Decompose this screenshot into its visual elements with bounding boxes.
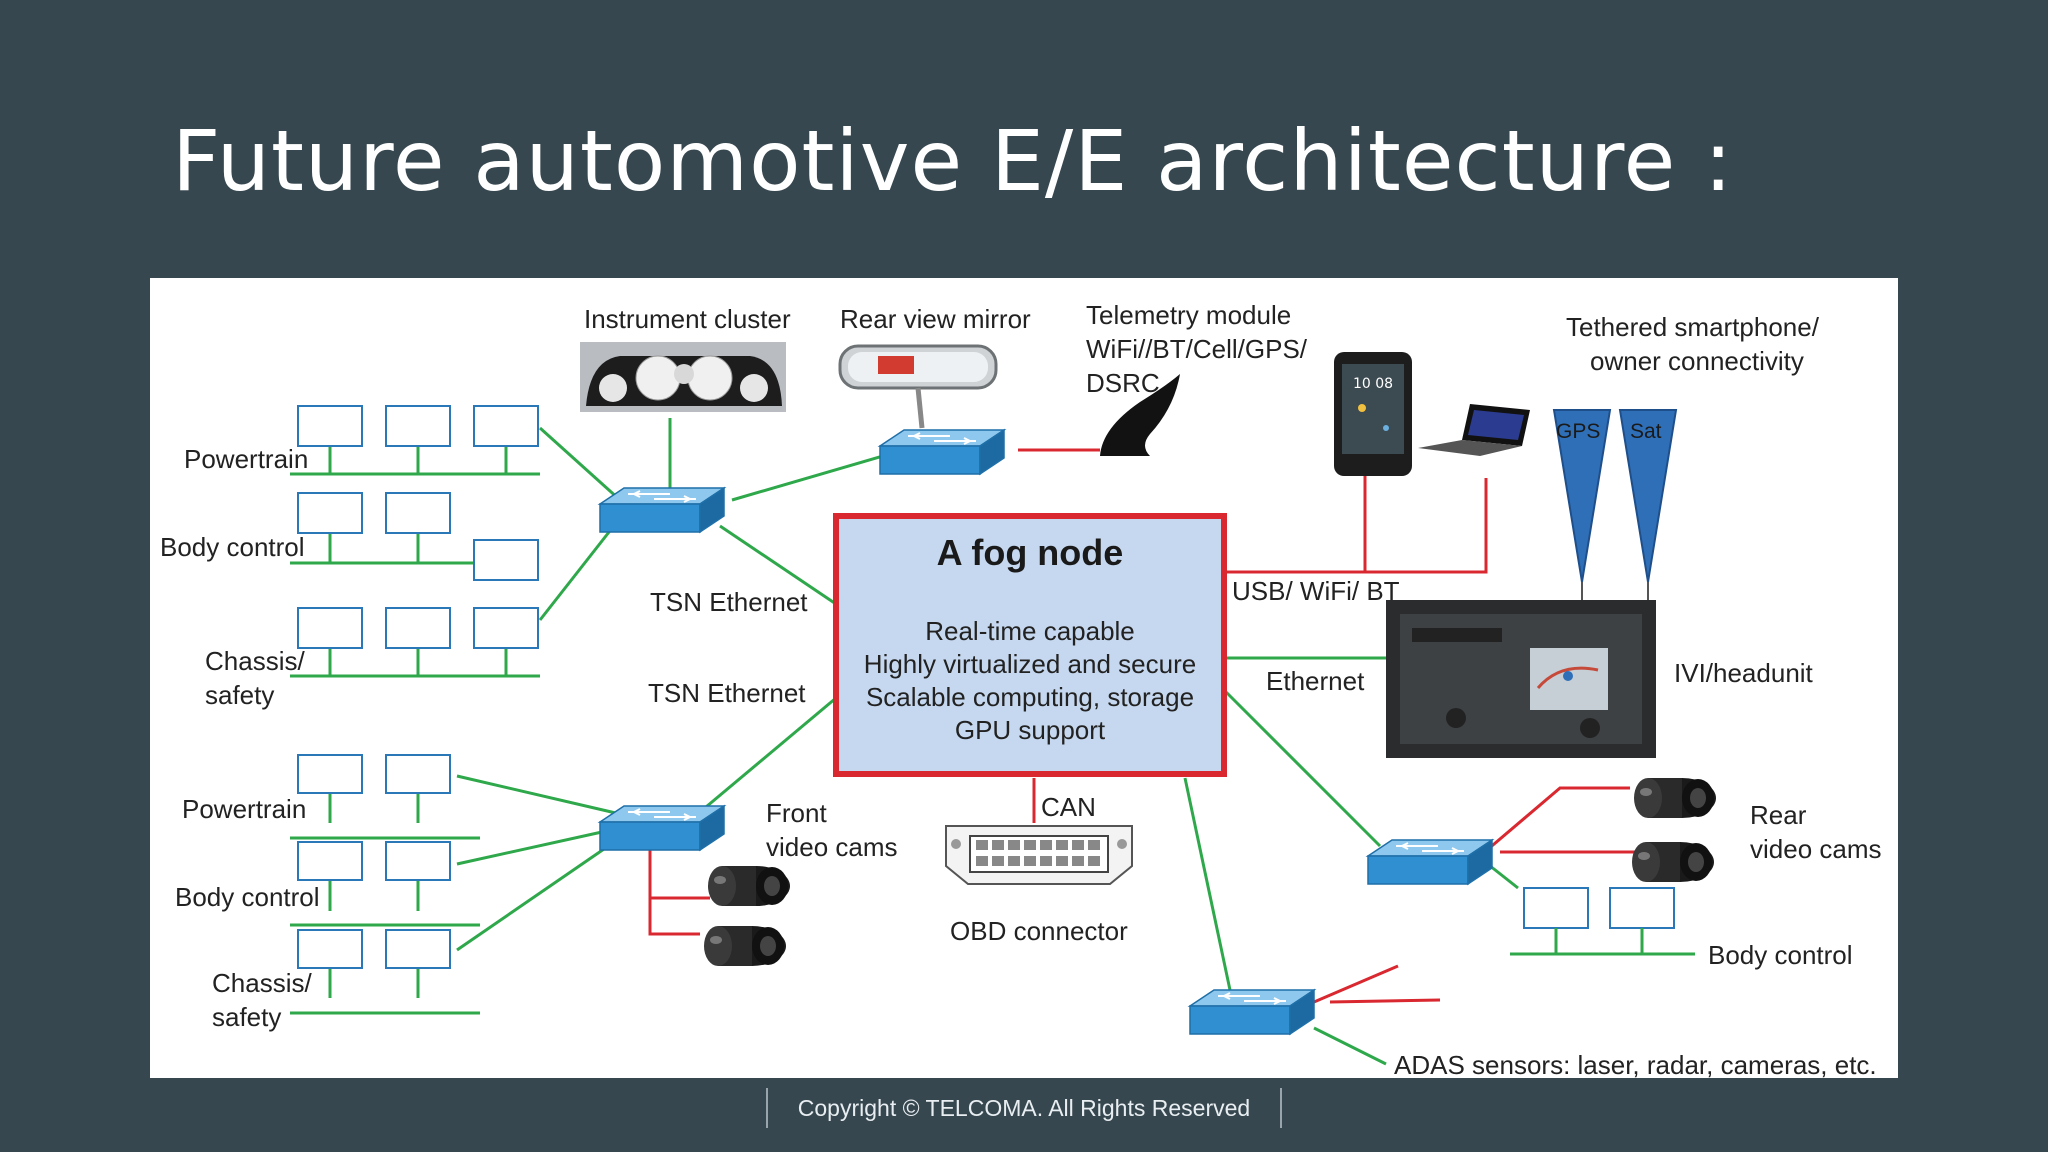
switch-icon <box>1189 989 1315 1035</box>
svg-text:10 08: 10 08 <box>1353 376 1393 392</box>
tethered-label: Tethered smartphone/ <box>1566 312 1820 342</box>
can-label: CAN <box>1041 792 1096 822</box>
green-links <box>456 418 1695 1066</box>
rear-view-mirror-image <box>838 344 998 429</box>
red-links <box>648 448 1640 1010</box>
body-control-label: Body control <box>1708 940 1853 970</box>
powertrain-label: Powertrain <box>184 444 308 474</box>
obd-connector-icon <box>945 825 1133 885</box>
telemetry-label: Telemetry module <box>1086 300 1291 330</box>
fog-node: A fog node Real-time capable Highly virt… <box>833 513 1227 777</box>
ecu-boxes <box>297 405 1675 969</box>
body-control-label: Body control <box>160 532 305 562</box>
fog-node-line: Highly virtualized and secure <box>864 649 1196 679</box>
fog-node-line: Scalable computing, storage <box>866 682 1194 712</box>
switch-icon <box>1367 839 1493 885</box>
camera-icon <box>1634 778 1716 818</box>
ivi-headunit-label: IVI/headunit <box>1674 658 1814 688</box>
fog-node-line: GPU support <box>955 715 1106 745</box>
laptop-icon <box>1418 404 1530 456</box>
tethered-label: owner connectivity <box>1590 346 1804 376</box>
fog-node-line: Real-time capable <box>925 616 1135 646</box>
camera-icon <box>708 866 790 906</box>
tsn-ethernet-label: TSN Ethernet <box>650 587 808 617</box>
obd-connector-label: OBD connector <box>950 916 1128 946</box>
chassis-label: safety <box>205 680 274 710</box>
telemetry-label: WiFi//BT/Cell/GPS/ <box>1086 334 1308 364</box>
camera-icon <box>1632 842 1714 882</box>
headunit-image <box>1386 600 1656 758</box>
instrument-cluster-label: Instrument cluster <box>584 304 791 334</box>
usb-wifi-bt-label: USB/ WiFi/ BT <box>1232 576 1400 606</box>
body-control-label: Body control <box>175 882 320 912</box>
switch-icon <box>599 805 725 851</box>
architecture-diagram: A fog node Real-time capable Highly virt… <box>150 278 1898 1078</box>
chassis-label: safety <box>212 1002 281 1032</box>
switch-icon <box>879 429 1005 475</box>
fog-node-title: A fog node <box>937 532 1124 573</box>
tsn-ethernet-label: TSN Ethernet <box>648 678 806 708</box>
rear-video-cams-label: video cams <box>1750 834 1882 864</box>
smartphone-icon: 10 08 <box>1334 352 1412 476</box>
front-video-cams-label: video cams <box>766 832 898 862</box>
gps-label: GPS <box>1556 420 1600 443</box>
ethernet-label: Ethernet <box>1266 666 1365 696</box>
front-video-cams-label: Front <box>766 798 827 828</box>
switch-icon <box>599 487 725 533</box>
camera-icon <box>704 926 786 966</box>
adas-sensors-label: ADAS sensors: laser, radar, cameras, etc… <box>1394 1050 1877 1078</box>
telemetry-label: DSRC <box>1086 368 1160 398</box>
chassis-label: Chassis/ <box>205 646 305 676</box>
slide-title: Future automotive E/E architecture : <box>172 112 1734 210</box>
chassis-label: Chassis/ <box>212 968 312 998</box>
instrument-cluster-image <box>580 342 786 412</box>
diagram-canvas: A fog node Real-time capable Highly virt… <box>160 300 1882 1078</box>
sat-label: Sat <box>1630 420 1662 443</box>
rear-view-mirror-label: Rear view mirror <box>840 304 1031 334</box>
rear-video-cams-label: Rear <box>1750 800 1807 830</box>
copyright-footer: Copyright © TELCOMA. All Rights Reserved <box>766 1088 1282 1128</box>
powertrain-label: Powertrain <box>182 794 306 824</box>
antenna-icon <box>1100 374 1180 456</box>
